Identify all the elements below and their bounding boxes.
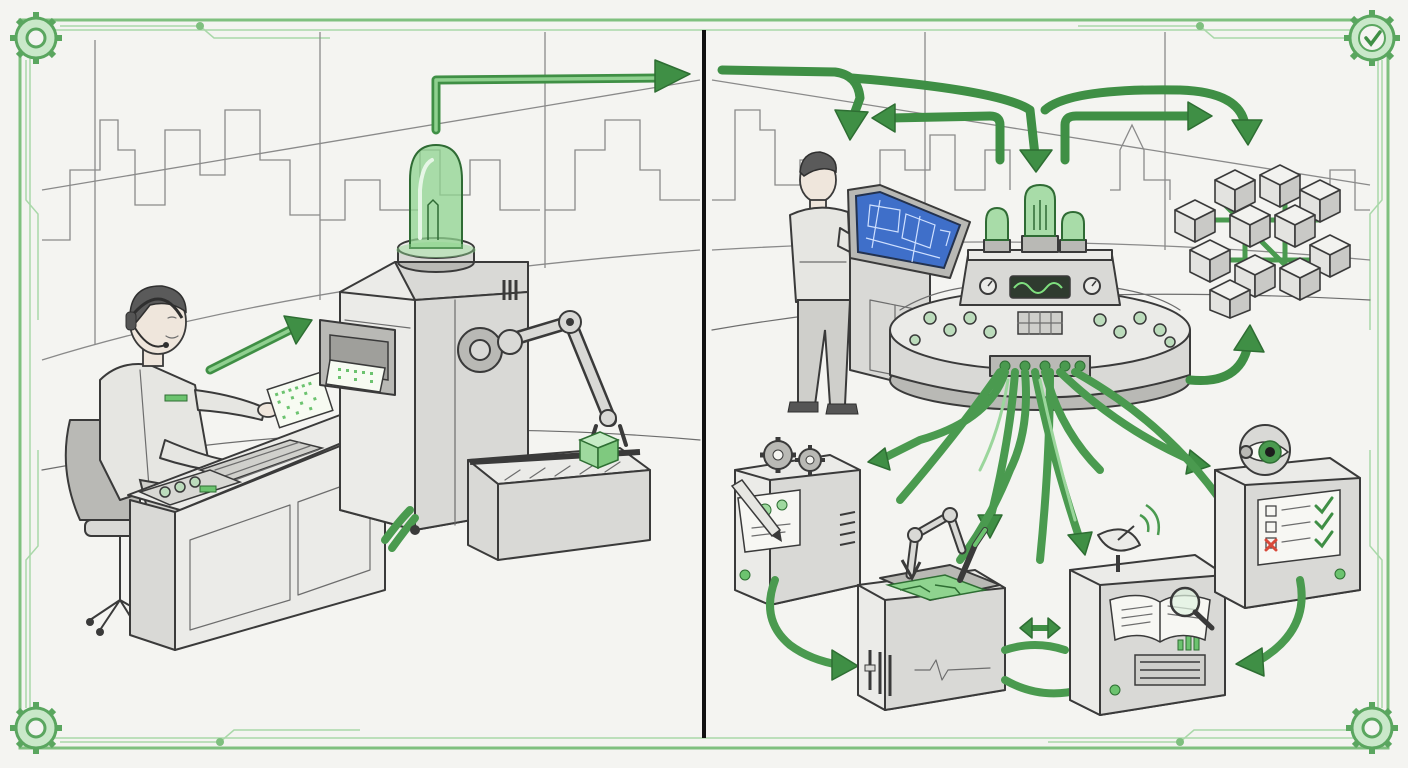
input-arrow xyxy=(205,315,313,375)
gear-icon xyxy=(776,499,788,511)
single-tube-processor xyxy=(319,143,529,552)
conveyor-belt xyxy=(467,431,651,561)
gear-icon xyxy=(760,437,796,473)
engineer-blueprint-console xyxy=(847,184,971,391)
hub-to-lattice-arrow xyxy=(1185,324,1265,386)
check-seal-icon xyxy=(1344,10,1400,66)
cube-lattice xyxy=(1174,164,1351,319)
satellite-dish-icon xyxy=(1097,503,1160,572)
gear-corner-icon xyxy=(10,702,62,754)
right-panel xyxy=(711,32,1371,716)
pencil-icon xyxy=(730,479,782,542)
checklist-icon xyxy=(1257,489,1341,566)
punch-card xyxy=(266,371,334,429)
soldering-iron-icon xyxy=(957,527,988,583)
gear-icon xyxy=(795,445,825,475)
robot-arm xyxy=(497,310,628,447)
transition-arrow xyxy=(431,59,691,135)
product-cube xyxy=(578,431,620,470)
gear-corner-icon xyxy=(1346,702,1398,754)
left-window-backdrop xyxy=(41,32,701,361)
eye-icon xyxy=(1239,424,1291,476)
cube-node xyxy=(1174,199,1216,243)
research-station xyxy=(1069,503,1226,716)
distribution-arrows xyxy=(717,65,1263,173)
bidirectional-arrow xyxy=(1019,617,1061,639)
engineer-figure xyxy=(787,151,877,415)
operator-desk xyxy=(127,414,386,651)
design-station xyxy=(730,437,861,681)
gear-corner-icon xyxy=(10,12,62,64)
magnifier-icon xyxy=(1169,586,1215,631)
verification-station xyxy=(1214,424,1361,677)
left-panel xyxy=(41,32,701,651)
robot-arm-icon xyxy=(900,507,967,582)
